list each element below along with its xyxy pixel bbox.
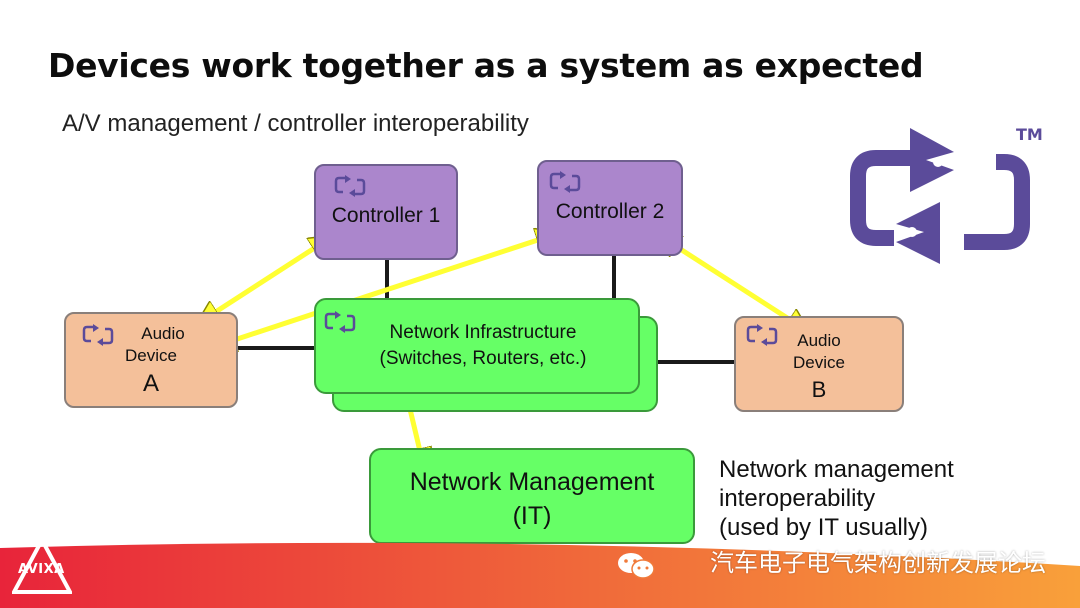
network-infrastructure-line2: (Switches, Routers, etc.)	[379, 348, 587, 369]
footer-band	[0, 542, 1080, 608]
page-subtitle: A/V management / controller interoperabi…	[62, 110, 529, 137]
network-management-note: Network management interoperability (use…	[719, 455, 954, 542]
network-infrastructure-node[interactable]: Network Infrastructure (Switches, Router…	[314, 298, 640, 394]
controller-2-label: Controller 2	[555, 200, 665, 223]
interop-icon	[324, 311, 356, 333]
audio-device-b-line3: B	[811, 377, 827, 402]
audio-device-b-line2: Device	[793, 353, 845, 372]
watermark-text: 汽车电子电气架构创新发展论坛	[710, 549, 1046, 577]
network-management-line1: Network Management	[409, 468, 655, 496]
network-management-node[interactable]: Network Management (IT)	[369, 448, 695, 544]
network-management-line2: (IT)	[512, 502, 552, 530]
note-line-1: Network management	[719, 456, 954, 483]
audio-device-a-line1: Audio	[141, 324, 185, 343]
audio-device-b-line1: Audio	[797, 331, 841, 350]
interop-icon	[82, 324, 114, 346]
interop-icon	[746, 324, 778, 346]
note-line-3: (used by IT usually)	[719, 514, 928, 541]
audio-device-b-node[interactable]: Audio Device B	[734, 316, 904, 412]
interop-logo-icon: TM	[850, 125, 1043, 264]
arrow-controller1-audioA	[200, 238, 330, 322]
avixa-brand: AVIXA	[18, 562, 65, 577]
avixa-logo-icon	[12, 538, 72, 594]
network-infrastructure-line1: Network Infrastructure	[389, 322, 577, 343]
note-line-2: interoperability	[719, 485, 876, 512]
trademark-mark: TM	[1016, 125, 1043, 144]
audio-device-a-line2: Device	[125, 346, 177, 365]
interop-icon	[549, 171, 581, 193]
audio-device-a-node[interactable]: Audio Device A	[64, 312, 238, 408]
controller-1-label: Controller 1	[331, 204, 441, 227]
controller-2-node[interactable]: Controller 2	[537, 160, 683, 256]
interop-icon	[334, 175, 366, 197]
wechat-icon	[618, 553, 655, 579]
controller-1-node[interactable]: Controller 1	[314, 164, 458, 260]
audio-device-a-line3: A	[142, 370, 159, 397]
page-title: Devices work together as a system as exp…	[48, 46, 924, 85]
